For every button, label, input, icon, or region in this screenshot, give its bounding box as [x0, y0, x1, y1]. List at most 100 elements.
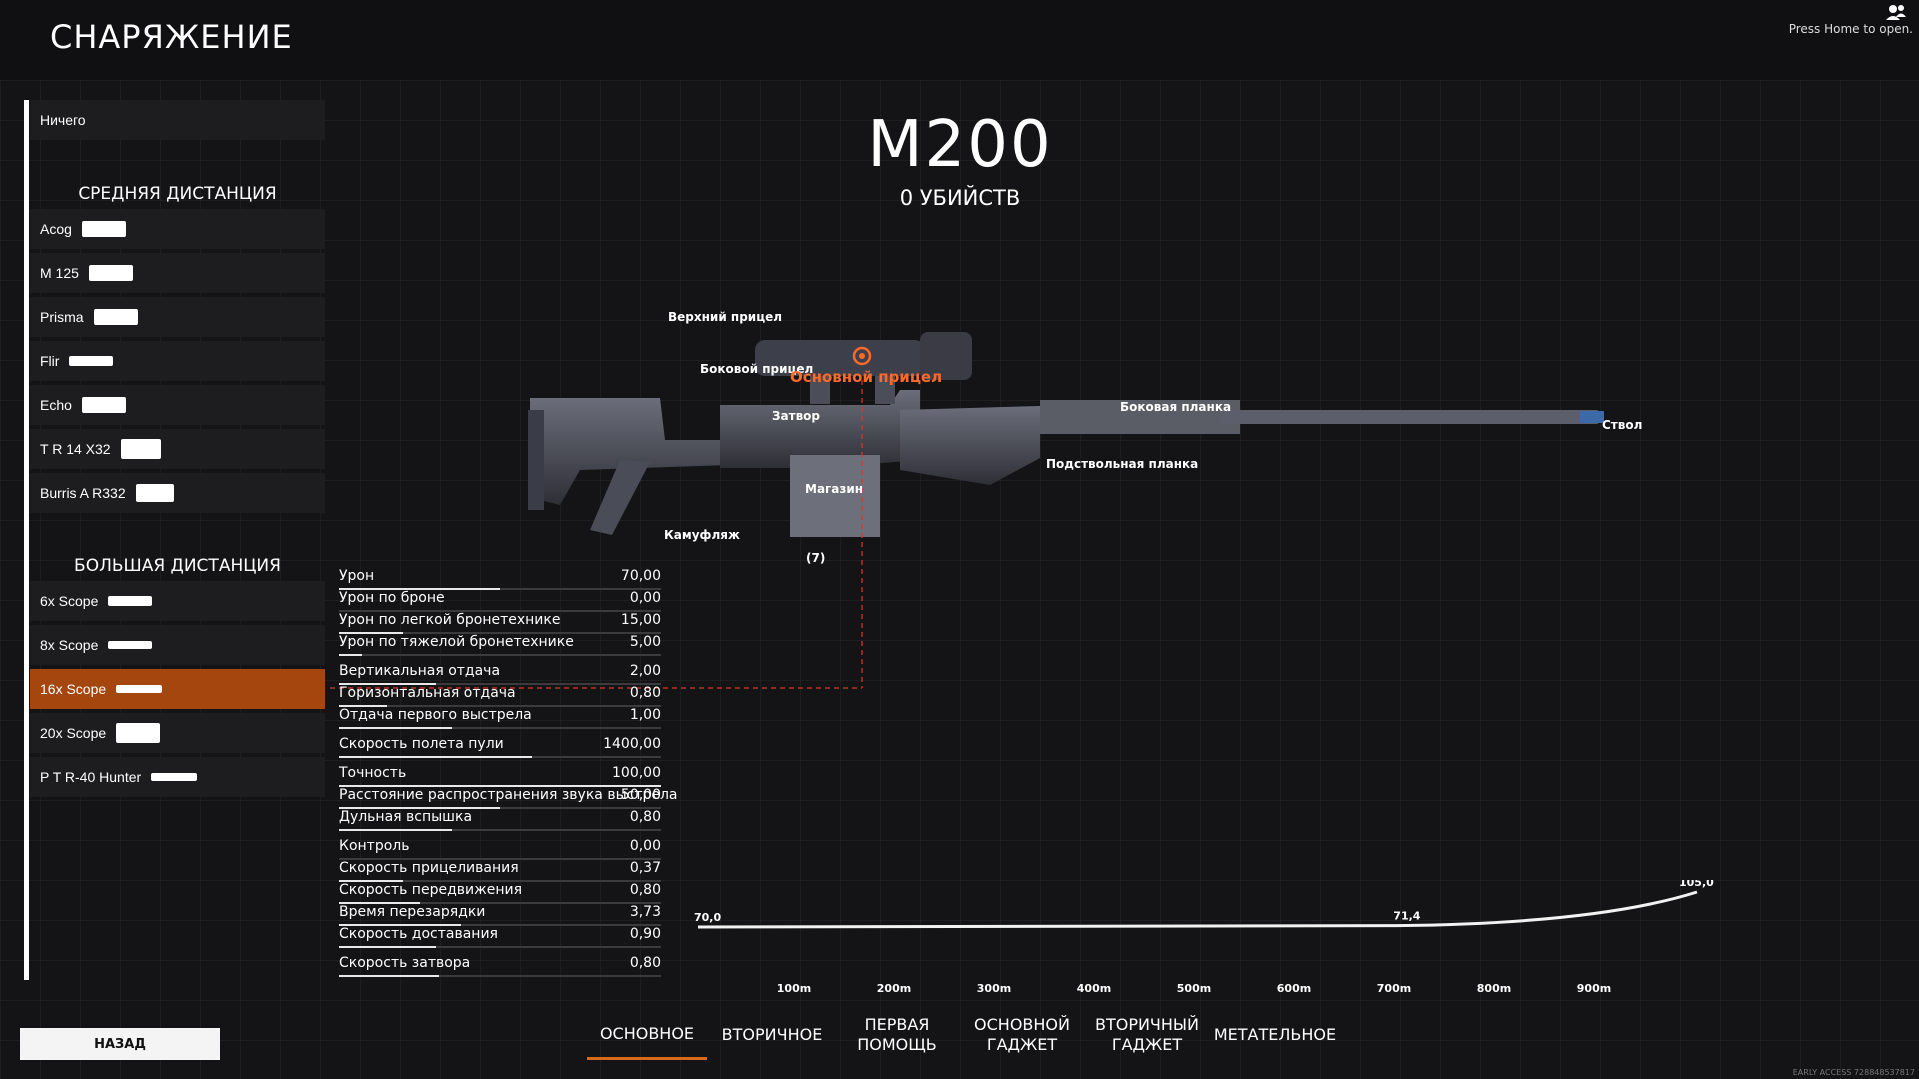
scope-silhouette-icon [120, 439, 161, 459]
sidebar-item-label: P T R-40 Hunter [40, 769, 142, 785]
sidebar-item-8x-scope[interactable]: 8x Scope [30, 625, 325, 665]
stat-bar-fill [339, 975, 439, 977]
stat-bar-track [339, 588, 661, 590]
falloff-tick-label: 400m [1077, 982, 1111, 995]
sidebar-item-none[interactable]: Ничего [30, 100, 325, 140]
stat-bar-track [339, 858, 661, 860]
falloff-tick-label: 500m [1177, 982, 1211, 995]
attachment-underbarrel[interactable]: Подствольная планка [1046, 457, 1199, 471]
section-heading-long-range: БОЛЬШАЯ ДИСТАНЦИЯ [74, 556, 281, 576]
scope-silhouette-icon [69, 356, 114, 366]
stat-bar-fill [339, 946, 436, 948]
attachment-main-sight[interactable]: Основной прицел [790, 368, 943, 386]
attachment-top-sight[interactable]: Верхний прицел [668, 310, 783, 324]
attachment-magazine[interactable]: Магазин [805, 482, 864, 496]
tab-secondary[interactable]: ВТОРИЧНОЕ [721, 1025, 823, 1044]
user-icon[interactable] [1885, 4, 1907, 20]
scope-silhouette-icon [88, 265, 133, 281]
falloff-tick-label: 600m [1277, 982, 1311, 995]
attachment-side-sight[interactable]: Боковой прицел [700, 362, 814, 376]
stat-value: 1,00 [629, 707, 661, 723]
scope-silhouette-icon [135, 484, 174, 502]
stat-row: Отдача первого выстрела 1,00 [339, 707, 661, 729]
stat-label: Урон по тяжелой бронетехнике [339, 634, 574, 650]
stat-bar-fill [339, 785, 661, 787]
stat-bar-track [339, 975, 661, 977]
stat-bar-fill [339, 829, 452, 831]
stat-label: Скорость передвижения [339, 882, 522, 898]
sidebar-item-label: Burris A R332 [40, 485, 126, 501]
stat-bar-track [339, 829, 661, 831]
sidebar-item-label: 6x Scope [40, 593, 99, 609]
sidebar-item-acog[interactable]: Acog [30, 209, 325, 249]
attachment-side-rail[interactable]: Боковая планка [1120, 400, 1232, 414]
sidebar-item-6x-scope[interactable]: 6x Scope [30, 581, 325, 621]
stat-label: Дульная вспышка [339, 809, 473, 825]
stat-label: Скорость прицеливания [339, 860, 519, 876]
stat-bar-fill [339, 924, 461, 926]
tab-throwable[interactable]: МЕТАТЕЛЬНОЕ [1213, 1025, 1337, 1044]
attachment-bolt[interactable]: Затвор [772, 409, 821, 423]
sidebar-scrollbar[interactable] [24, 100, 29, 980]
kill-count: 0 УБИЙСТВ [899, 186, 1021, 210]
stat-bar-track [339, 654, 661, 656]
stat-value: 5,00 [629, 634, 661, 650]
weapon-name: M200 [867, 108, 1053, 182]
falloff-point-label: 105,0 [1679, 880, 1714, 889]
stat-bar-track [339, 902, 661, 904]
falloff-tick-label: 700m [1377, 982, 1411, 995]
stat-bar-track [339, 946, 661, 948]
stat-value: 0,80 [629, 685, 661, 701]
falloff-point-label: 71,4 [1393, 910, 1420, 923]
stat-label: Скорость доставания [339, 926, 498, 942]
sidebar-item-label: 16x Scope [40, 681, 107, 697]
stat-bar-fill [339, 654, 362, 656]
stat-value: 0,90 [629, 926, 661, 942]
stat-bar-track [339, 727, 661, 729]
stat-label: Точность [339, 765, 407, 781]
scope-silhouette-icon [108, 641, 153, 649]
sidebar-item-label: 20x Scope [40, 725, 107, 741]
sidebar-item-burris-ar332[interactable]: Burris A R332 [30, 473, 325, 513]
falloff-line [697, 890, 1698, 929]
scope-silhouette-icon [116, 685, 163, 693]
attachment-barrel[interactable]: Ствол [1602, 418, 1643, 432]
sidebar-item-prisma[interactable]: Prisma [30, 297, 325, 337]
weapon-model [528, 332, 1604, 537]
scope-silhouette-icon [151, 773, 198, 781]
stat-value: 1400,00 [603, 736, 661, 752]
tab-secondary-gadget[interactable]: ВТОРИЧНЫЙ ГАДЖЕТ [1094, 1015, 1200, 1054]
stat-value: 70,00 [620, 568, 661, 584]
sidebar-item-label: T R 14 X32 [40, 441, 111, 457]
stat-bar-track [339, 807, 661, 809]
sidebar-item-ptr40-hunter[interactable]: P T R-40 Hunter [30, 757, 325, 797]
back-button[interactable]: НАЗАД [20, 1028, 220, 1060]
stat-bar-fill [339, 902, 420, 904]
stat-bar-fill [339, 632, 403, 634]
stat-row: Дульная вспышка 0,80 [339, 809, 661, 831]
sidebar-item-flir[interactable]: Flir [30, 341, 325, 381]
top-bar [0, 0, 1919, 80]
attachment-camo[interactable]: Камуфляж [664, 528, 740, 542]
sidebar-item-echo[interactable]: Echo [30, 385, 325, 425]
tab-primary-gadget[interactable]: ОСНОВНОЙ ГАДЖЕТ [974, 1015, 1070, 1054]
sidebar-item-20x-scope[interactable]: 20x Scope [30, 713, 325, 753]
tab-primary[interactable]: ОСНОВНОЕ [587, 1010, 707, 1060]
stat-bar-track [339, 683, 661, 685]
stat-value: 0,80 [629, 809, 661, 825]
sidebar-item-16x-scope[interactable]: 16x Scope [30, 669, 325, 709]
stat-bar-fill [339, 727, 452, 729]
stat-value: 0,37 [629, 860, 661, 876]
tab-first-aid[interactable]: ПЕРВАЯ ПОМОЩЬ [857, 1015, 937, 1054]
sidebar-item-tr14x32[interactable]: T R 14 X32 [30, 429, 325, 469]
sidebar-item-m125[interactable]: M 125 [30, 253, 325, 293]
stat-row: Расстояние распространения звука выстрел… [339, 787, 678, 809]
stat-label: Отдача первого выстрела [339, 707, 532, 723]
stat-label: Урон по броне [339, 590, 445, 606]
